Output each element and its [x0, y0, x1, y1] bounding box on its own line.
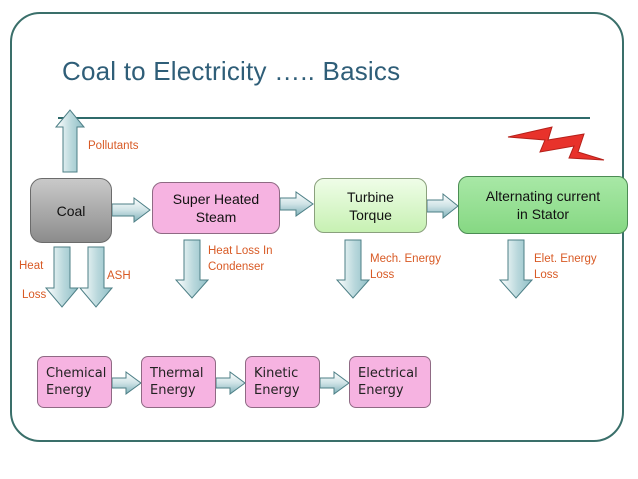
ash-label: ASH: [107, 270, 131, 282]
heat-loss-down-arrow: [44, 246, 80, 308]
kinetic-to-electrical-arrow: [319, 371, 350, 395]
condenser-loss-label: Heat Loss In Condenser: [208, 245, 273, 273]
electrical-energy-label: Electrical Energy: [358, 366, 418, 398]
kinetic-energy-box: Kinetic Energy: [245, 356, 320, 408]
mech-loss-down-arrow: [335, 239, 371, 299]
heat-label: Heat: [19, 260, 44, 272]
thermal-energy-label: Thermal Energy: [150, 366, 204, 398]
alternator-stage: Alternating current in Stator: [458, 176, 628, 234]
coal-label: Coal: [56, 202, 86, 219]
coal-to-steam-arrow: [111, 197, 151, 223]
chemical-energy-box: Chemical Energy: [37, 356, 112, 408]
elet-loss-down-arrow: [498, 239, 534, 299]
turbine-to-alternator-arrow: [426, 192, 459, 220]
thermal-energy-box: Thermal Energy: [141, 356, 216, 408]
condenser-loss-down-arrow: [174, 239, 210, 299]
electrical-energy-box: Electrical Energy: [349, 356, 431, 408]
slide-title: Coal to Electricity ….. Basics: [62, 56, 401, 86]
title-divider: [58, 117, 590, 119]
steam-stage: Super Heated Steam: [152, 182, 280, 234]
pollutants-label: Pollutants: [88, 140, 139, 152]
ash-down-arrow: [78, 246, 114, 308]
kinetic-energy-label: Kinetic Energy: [254, 366, 300, 398]
steam-to-turbine-arrow: [279, 191, 314, 217]
heat-loss-label: Loss: [22, 289, 47, 301]
chemical-energy-label: Chemical Energy: [46, 366, 107, 398]
turbine-stage: Turbine Torque: [314, 178, 427, 233]
mech-loss-label: Mech. Energy Loss: [370, 253, 441, 281]
pollutants-up-arrow: [54, 109, 86, 173]
lightning-bolt-icon: [507, 126, 605, 161]
thermal-to-kinetic-arrow: [215, 371, 246, 395]
elet-loss-label: Elet. Energy Loss: [534, 253, 597, 281]
turbine-label: Turbine Torque: [347, 188, 394, 223]
alternator-label: Alternating current in Stator: [485, 188, 601, 222]
steam-label: Super Heated Steam: [172, 191, 260, 225]
coal-stage: Coal: [30, 178, 112, 243]
chemical-to-thermal-arrow: [111, 371, 142, 395]
